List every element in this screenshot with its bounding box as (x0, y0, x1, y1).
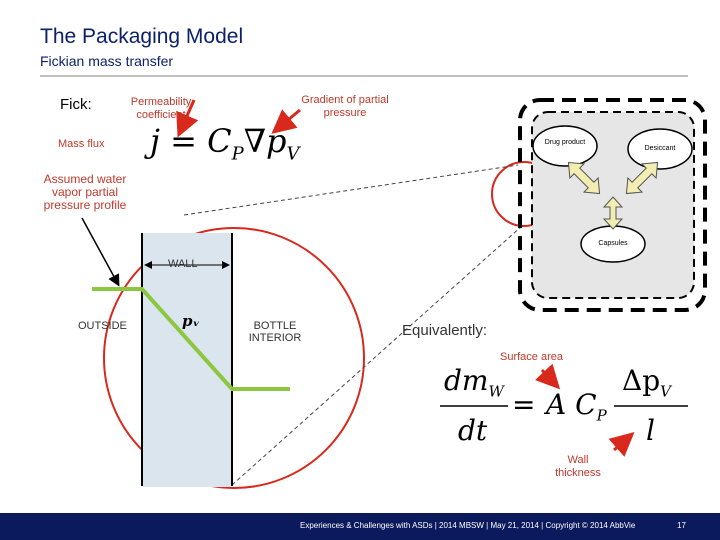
slide-title: The Packaging Model (40, 25, 244, 48)
lhs-num-sub: W (488, 382, 504, 401)
rhs-num-sub: V (660, 382, 671, 401)
surface-area-arrow (534, 363, 561, 390)
pressure-profile (92, 287, 290, 391)
lhs-denominator: dt (458, 414, 488, 447)
arrow-capsules-center (602, 196, 624, 230)
rhs-factors: A CP (546, 388, 607, 425)
gradient-label: Gradient of partial pressure (301, 94, 389, 119)
capsules-label: Capsules (598, 240, 628, 247)
profile-pointer-arrow (81, 217, 120, 287)
footer-bar (0, 513, 720, 540)
permeability-label: Permeability coefficient (130, 96, 192, 121)
eq-c-sub: P (231, 143, 244, 165)
permeability-arrow (176, 99, 199, 138)
rhs-denominator: l (646, 414, 655, 447)
surface-area-label: Surface area (500, 351, 563, 363)
rhs-c: C (575, 388, 597, 421)
eq-p: p (266, 122, 287, 160)
wall-thickness-label: Wall thickness (555, 454, 601, 479)
fick-label: Fick: (60, 96, 92, 113)
eq-j: j (150, 122, 160, 160)
eq-p-sub: V (286, 143, 300, 165)
eq-c: C (207, 122, 232, 160)
eq-equals: = (170, 122, 197, 160)
wall-band (142, 233, 232, 487)
rhs-c-sub: P (596, 406, 607, 425)
assumed-profile-label: Assumed water vapor partial pressure pro… (43, 172, 127, 212)
mass-flux-label: Mass flux (58, 138, 105, 150)
eq-nabla: ∇ (243, 122, 267, 160)
gradient-arrow (271, 108, 301, 134)
arrow-drug-center (567, 161, 601, 195)
magnifier-circle (103, 227, 365, 489)
wall-label: WALL (168, 258, 198, 270)
desiccant-label: Desiccant (644, 145, 676, 152)
outside-label: OUTSIDE (78, 320, 127, 332)
footer-text: Experiences & Challenges with ASDs | 201… (300, 521, 636, 530)
package-outer (518, 98, 707, 312)
desiccant-oval (627, 128, 693, 170)
lhs-numerator: dmW (444, 364, 504, 401)
lhs-num-text: dm (444, 364, 489, 397)
rhs-num-text: Δp (622, 364, 661, 397)
zoom-line-bottom (231, 225, 523, 486)
equivalently-label: Equivalently: (402, 322, 488, 339)
zoom-line-top (183, 164, 519, 216)
drug-oval (532, 125, 598, 167)
page-number: 17 (677, 521, 686, 530)
eq2-equals: = (512, 388, 536, 421)
bottle-interior-label: BOTTLE INTERIOR (248, 320, 302, 344)
rhs-numerator: ΔpV (622, 364, 671, 401)
fick-equation: j = CP∇pV (150, 122, 300, 164)
rhs-a: A (546, 388, 567, 421)
wall-thickness-arrow (608, 432, 635, 457)
pv-label: pᵥ (182, 312, 200, 330)
slide-subtitle: Fickian mass transfer (40, 53, 174, 69)
drug-product-label: Drug product (544, 139, 586, 146)
arrow-desiccant-center (625, 161, 659, 195)
